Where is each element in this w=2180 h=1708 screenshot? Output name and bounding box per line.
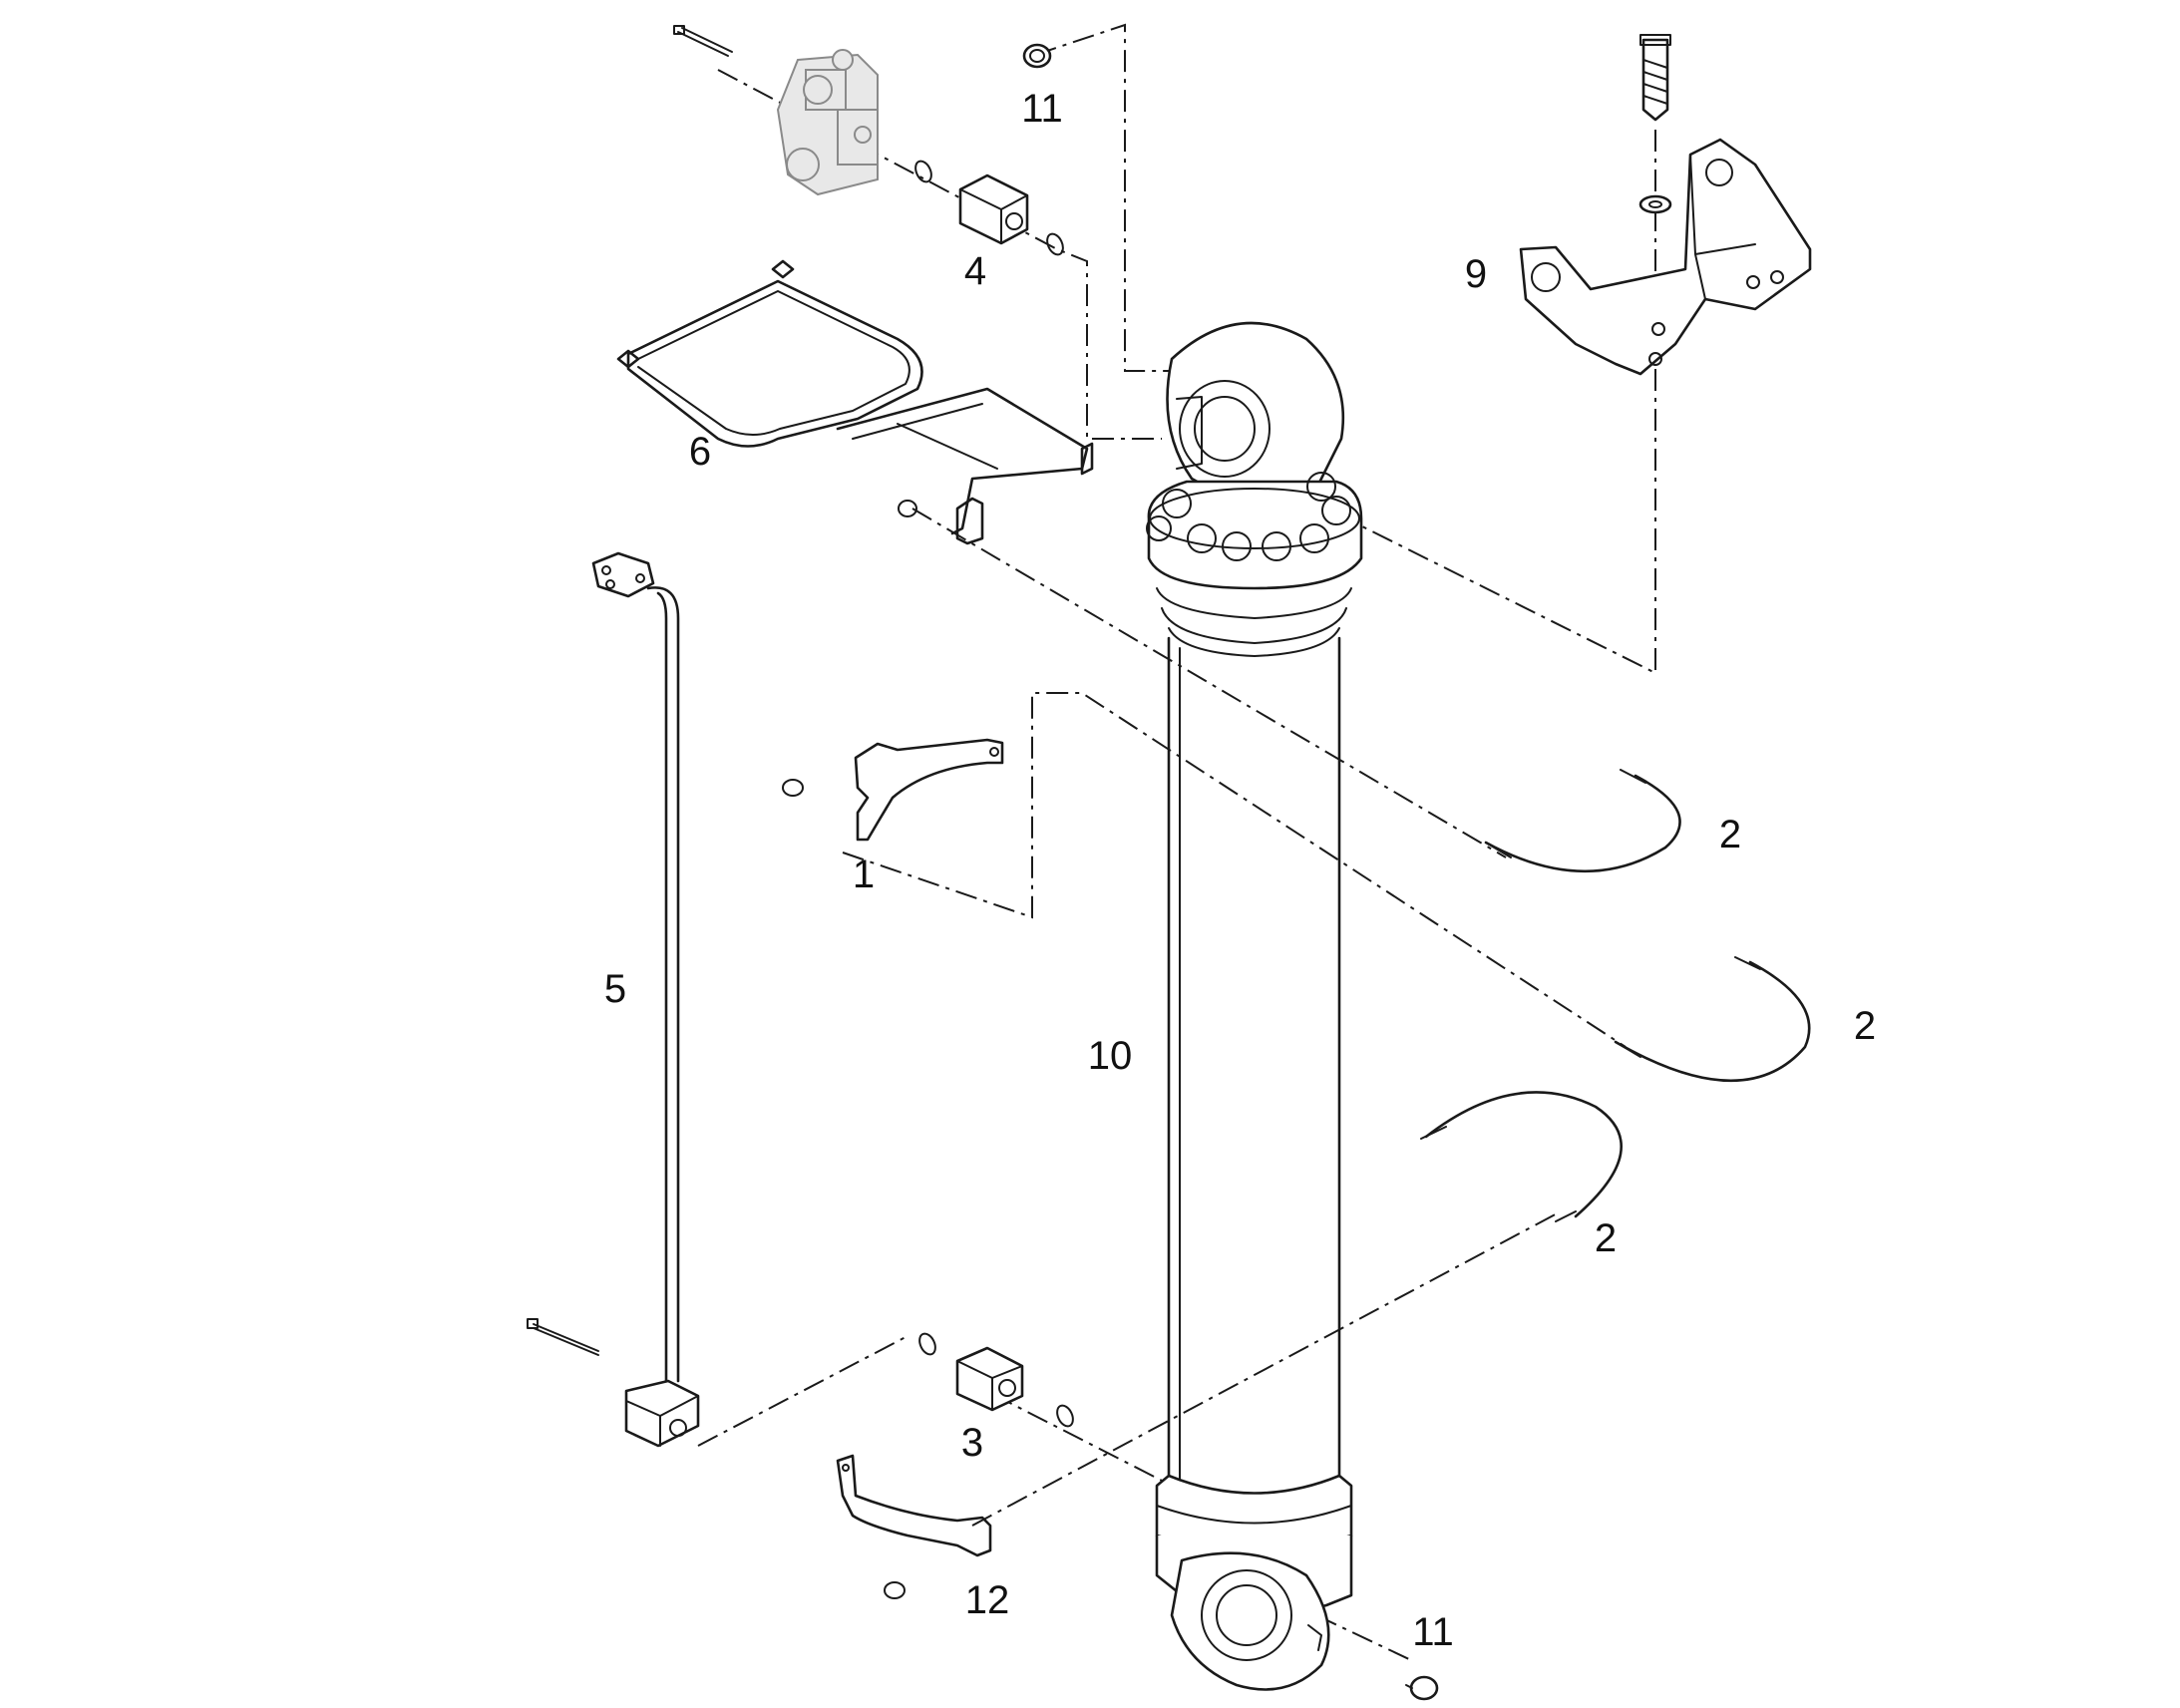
grease-cap-11-bottom <box>1405 1675 1439 1701</box>
nut-11-top <box>1022 43 1052 69</box>
callout-3: 3 <box>961 1421 983 1465</box>
hose-2a <box>1484 774 1681 873</box>
hoses-2 <box>1420 769 1811 1222</box>
o-ring-3b <box>1056 1404 1074 1428</box>
bracket-9 <box>1519 34 1812 376</box>
callout-labels: 11 4 9 6 2 1 2 5 10 2 3 12 11 <box>604 87 1876 1654</box>
adapter-block-3 <box>955 1346 1024 1412</box>
frame-6 <box>616 259 1094 545</box>
o-ring-4a <box>914 160 932 183</box>
callout-12: 12 <box>965 1578 1010 1622</box>
leader-line-11-top <box>1034 23 1172 372</box>
callout-2c: 2 <box>1595 1216 1617 1260</box>
clamp-1 <box>782 738 1004 842</box>
leader-line-5-3 <box>697 1335 908 1447</box>
callout-6: 6 <box>689 430 711 474</box>
callout-11-bottom: 11 <box>1412 1610 1454 1654</box>
callout-5: 5 <box>604 967 626 1011</box>
valve-block-assembly <box>673 25 879 196</box>
callout-10: 10 <box>1088 1034 1133 1078</box>
o-ring-3a <box>918 1332 936 1356</box>
hose-2b <box>1614 960 1811 1083</box>
nut-12 <box>884 1581 906 1599</box>
callout-2a: 2 <box>1719 813 1741 856</box>
leader-line-4 <box>717 69 1162 440</box>
callout-11-top: 11 <box>1021 87 1063 131</box>
leader-line-12-2 <box>971 1210 1562 1527</box>
leader-lines <box>697 23 1656 1661</box>
leader-line-11-bottom <box>1315 1614 1412 1661</box>
callout-2b: 2 <box>1854 1004 1876 1048</box>
hose-2c <box>1424 1091 1623 1218</box>
o-ring-4b <box>1046 232 1064 256</box>
leader-line-6-2 <box>911 508 1507 858</box>
clamp-12 <box>836 1454 992 1599</box>
leader-line-9 <box>1315 130 1656 675</box>
nut-6 <box>898 500 917 517</box>
o-rings <box>914 160 1074 1428</box>
nut-1 <box>782 779 804 797</box>
pipe-5 <box>527 551 700 1448</box>
leader-line-1-2 <box>842 692 1627 1048</box>
callout-9: 9 <box>1465 252 1487 296</box>
leader-line-3 <box>991 1393 1173 1487</box>
adapter-block-4 <box>958 173 1029 245</box>
callout-4: 4 <box>964 249 986 293</box>
hydraulic-cylinder-10 <box>1146 321 1363 1691</box>
callout-1: 1 <box>853 853 875 896</box>
